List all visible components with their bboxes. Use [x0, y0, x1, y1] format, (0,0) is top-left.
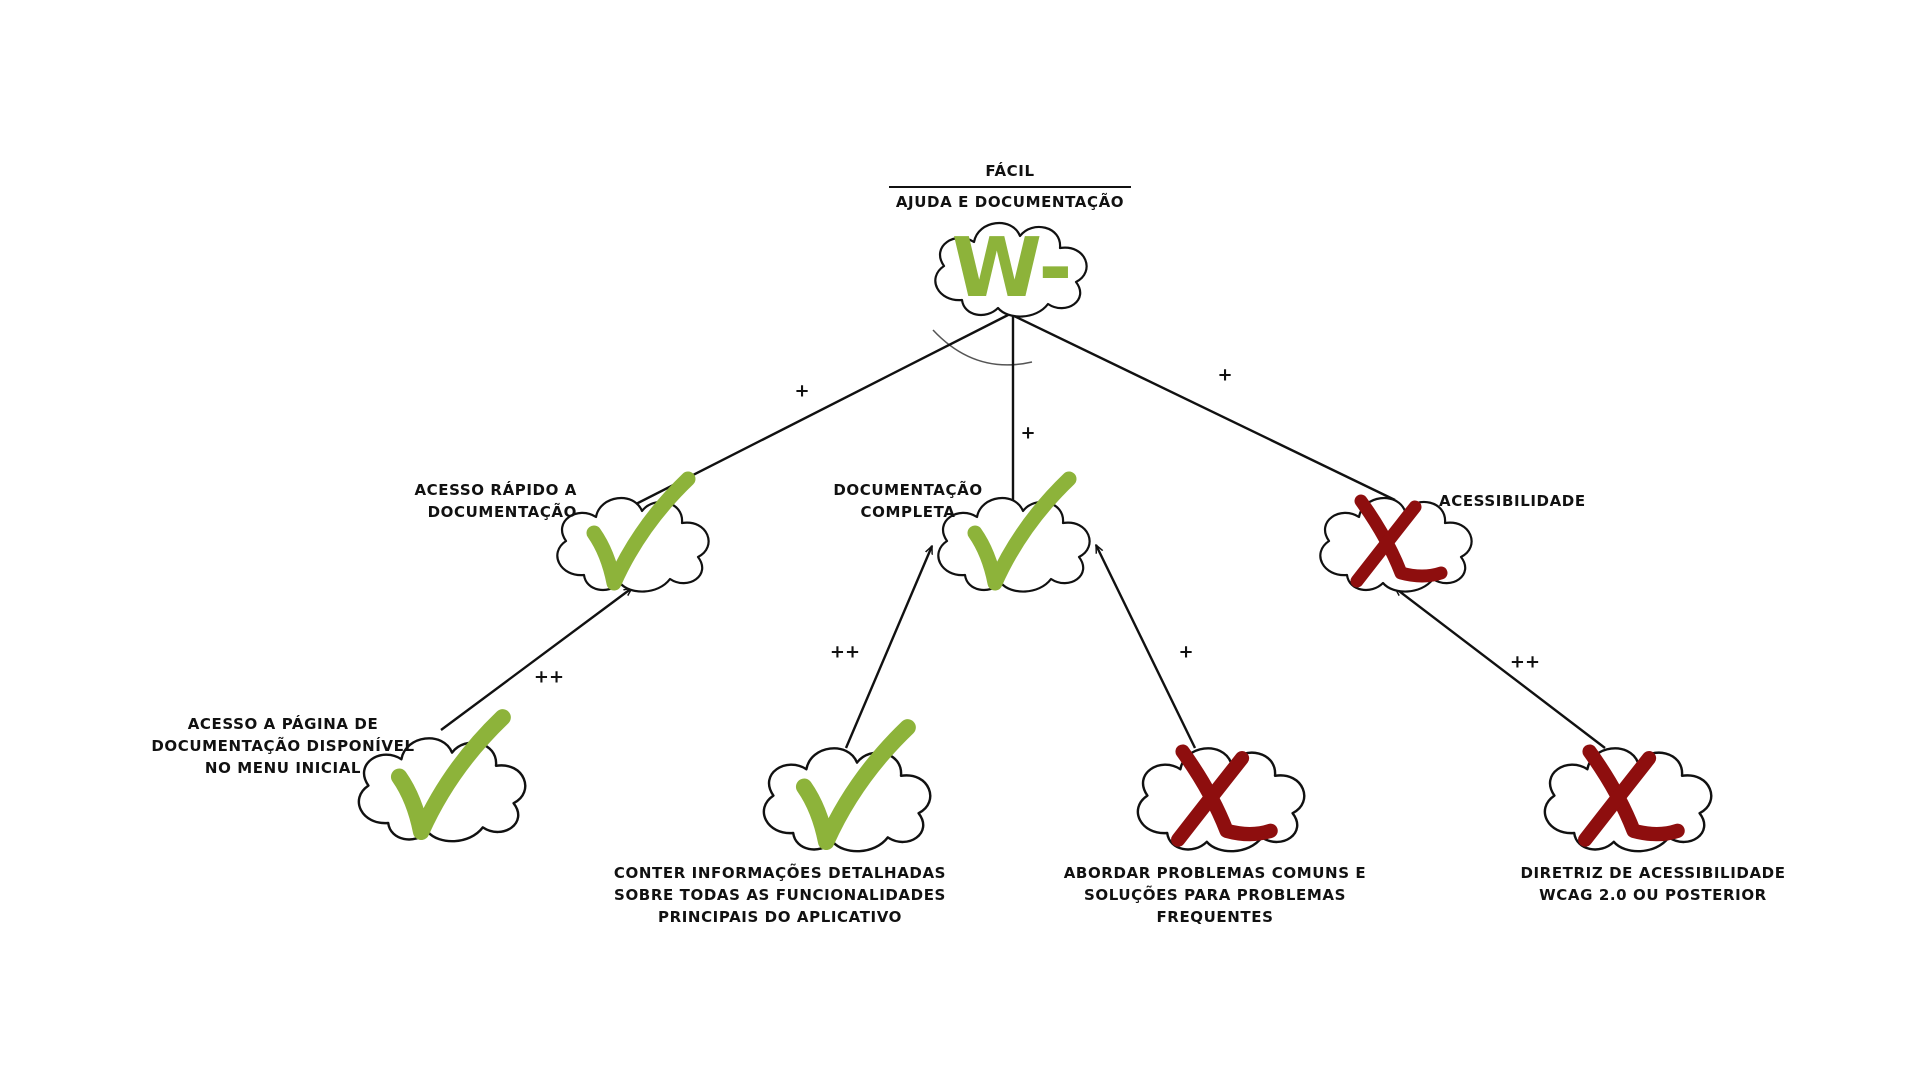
label-line: WCAG 2.0 OU POSTERIOR — [1539, 886, 1767, 904]
nodes-layer: W- — [357, 221, 1713, 853]
label-line: PRINCIPAIS DO APLICATIVO — [657, 908, 903, 926]
link-acessibilidade-to-root — [1009, 312, 1396, 502]
link-conter-informacoes-to-documentacao-completa — [844, 546, 934, 749]
node-root[interactable]: W- — [934, 221, 1088, 318]
cloud-shape — [1319, 496, 1473, 593]
label-line: FREQUENTES — [1156, 908, 1274, 926]
cloud-shape — [1543, 747, 1713, 853]
node-acesso-pagina[interactable] — [357, 709, 527, 843]
label-line: CONTER INFORMAÇÕES DETALHADAS — [613, 864, 947, 882]
contribution-sign: ++ — [533, 666, 565, 688]
cloud-shape — [1136, 747, 1306, 853]
label-line: DOCUMENTAÇÃO — [833, 481, 983, 499]
label-line: NO MENU INICIAL — [204, 759, 362, 777]
links-layer — [440, 312, 1606, 749]
contribution-sign: + — [1020, 422, 1036, 444]
label-acessibilidade: ACESSIBILIDADE — [1439, 490, 1586, 512]
root-goal-type: FÁCIL — [985, 162, 1035, 180]
check-icon — [967, 471, 1077, 591]
label-diretriz-acessibilidade: DIRETRIZ DE ACESSIBILIDADE WCAG 2.0 OU P… — [1520, 862, 1785, 906]
link-diretriz-acessibilidade-to-acessibilidade — [1395, 588, 1606, 749]
label-line: SOLUÇÕES PARA PROBLEMAS — [1083, 886, 1347, 904]
label-acesso-pagina: ACESSO A PÁGINA DE DOCUMENTAÇÃO DISPONÍV… — [151, 713, 414, 779]
node-documentacao-completa[interactable] — [937, 471, 1091, 593]
node-abordar-problemas[interactable] — [1136, 744, 1306, 853]
contribution-sign: ++ — [1509, 651, 1541, 673]
label-line: ABORDAR PROBLEMAS COMUNS E — [1063, 864, 1367, 882]
link-acesso-pagina-to-acesso-rapido — [440, 588, 632, 731]
node-conter-informacoes[interactable] — [762, 719, 932, 853]
label-conter-informacoes: CONTER INFORMAÇÕES DETALHADAS SOBRE TODA… — [614, 862, 946, 928]
x-icon — [1578, 744, 1685, 847]
label-line: SOBRE TODAS AS FUNCIONALIDADES — [614, 886, 946, 904]
check-icon — [795, 719, 916, 851]
decomposition-arc — [932, 329, 1033, 366]
contribution-sign: + — [794, 380, 810, 402]
node-acessibilidade[interactable] — [1319, 494, 1473, 593]
label-line: ACESSO RÁPIDO A — [414, 481, 577, 499]
label-line: ACESSIBILIDADE — [1439, 492, 1586, 510]
link-acesso-rapido-to-root — [631, 312, 1011, 508]
label-line: COMPLETA — [860, 503, 956, 521]
check-icon — [390, 709, 511, 841]
x-icon — [1171, 744, 1278, 847]
root-divider — [889, 186, 1131, 188]
link-abordar-problemas-to-documentacao-completa — [1094, 545, 1197, 749]
node-diretriz-acessibilidade[interactable] — [1543, 744, 1713, 853]
weak-denial-mark: W- — [952, 221, 1073, 316]
root-goal-name: AJUDA E DOCUMENTAÇÃO — [895, 193, 1125, 211]
label-line: ACESSO A PÁGINA DE — [187, 715, 379, 733]
check-icon — [586, 471, 696, 591]
label-line: DIRETRIZ DE ACESSIBILIDADE — [1520, 864, 1786, 882]
node-acesso-rapido[interactable] — [556, 471, 710, 593]
contribution-sign: + — [1178, 641, 1194, 663]
label-line: DOCUMENTAÇÃO — [427, 503, 577, 521]
label-abordar-problemas: ABORDAR PROBLEMAS COMUNS E SOLUÇÕES PARA… — [1064, 862, 1367, 928]
contribution-sign: + — [1217, 364, 1233, 386]
label-documentacao-completa: DOCUMENTAÇÃO COMPLETA — [833, 479, 982, 523]
x-icon — [1350, 494, 1448, 588]
label-line: DOCUMENTAÇÃO DISPONÍVEL — [151, 737, 415, 755]
label-acesso-rapido: ACESSO RÁPIDO A DOCUMENTAÇÃO — [414, 479, 577, 523]
contribution-sign: ++ — [829, 641, 861, 663]
